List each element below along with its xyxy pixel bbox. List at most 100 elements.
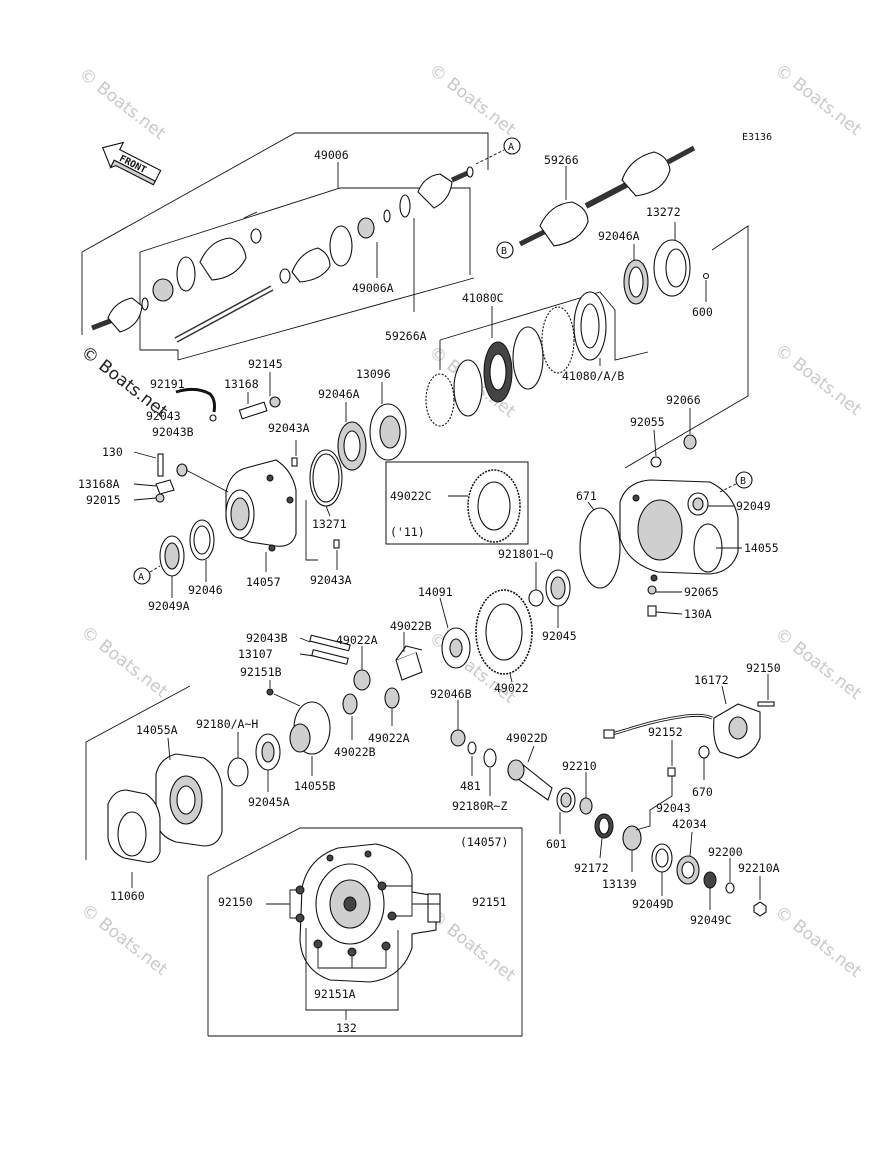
case-bore	[637, 499, 683, 561]
leader	[475, 149, 505, 165]
part-label-481: 481	[460, 779, 481, 793]
part-label-92049c: 92049C	[690, 913, 732, 927]
axle-stub	[518, 229, 546, 247]
switch-13168	[238, 401, 268, 420]
callout-b-top	[496, 241, 514, 259]
part-label-92065: 92065	[684, 585, 719, 599]
year-variant-box	[385, 461, 529, 545]
plate-hole	[489, 353, 507, 391]
washer-92065	[647, 585, 657, 595]
seal-92049d-inner	[655, 848, 669, 868]
leader	[273, 693, 301, 707]
clutch-pack	[425, 291, 649, 427]
bearing-92045-inner	[550, 576, 566, 600]
driveshaft-group	[81, 132, 489, 361]
watermark: © Boats.net	[77, 622, 171, 702]
bracket-13168a	[155, 479, 175, 495]
watermark: © Boats.net	[425, 60, 519, 140]
part-label-92049a: 92049A	[148, 599, 190, 613]
bearing-601-inner	[560, 792, 572, 808]
part-label-14055a: 14055A	[136, 723, 178, 737]
dowel-92043a	[333, 539, 340, 549]
part-label-92150-top: 92150	[746, 661, 781, 675]
part-label-92043b: 92043B	[246, 631, 288, 645]
part-label-41080ab: 41080/A/B	[562, 369, 624, 383]
part-label-13107: 13107	[238, 647, 273, 661]
seal-92172-inner	[598, 817, 610, 835]
clip	[141, 297, 149, 311]
case-14055	[619, 479, 739, 582]
leader	[325, 505, 331, 517]
washer-92015	[155, 493, 165, 503]
leader	[133, 483, 157, 487]
leader	[653, 429, 657, 457]
inset-frame	[207, 827, 523, 1037]
part-label-92152: 92152	[648, 725, 683, 739]
part-label-92145: 92145	[248, 357, 283, 371]
part-label-92151: 92151	[472, 895, 507, 909]
part-label-42034: 42034	[672, 817, 707, 831]
pin-92043b	[309, 634, 351, 652]
leader	[439, 597, 449, 629]
wire-harness-core	[611, 714, 713, 735]
front-arrow-shadow	[109, 159, 156, 186]
part-label-92055: 92055	[630, 415, 665, 429]
part-label-14057: 14057	[246, 575, 281, 589]
front-housing-14057	[225, 459, 297, 572]
leader	[133, 451, 157, 459]
part-label-601: 601	[546, 837, 567, 851]
shaft-13107	[311, 649, 349, 665]
leader	[266, 889, 296, 905]
hub-center	[379, 415, 401, 449]
leader	[396, 904, 413, 917]
watermark: © Boats.net	[77, 900, 171, 980]
axle-spline	[666, 145, 696, 165]
part-label-59266a: 59266A	[385, 329, 427, 343]
inset-port	[427, 893, 441, 923]
part-label-670: 670	[692, 785, 713, 799]
breather-hose-92191	[175, 387, 216, 413]
bolt-92151a	[381, 941, 391, 951]
part-label-92046: 92046	[188, 583, 223, 597]
year-note: ('11)	[390, 525, 425, 539]
ring-gear-49022-inner	[485, 603, 523, 661]
group-outline	[624, 225, 749, 469]
ring-gear-49022c-inner	[477, 481, 511, 531]
bolt-hole	[632, 494, 640, 502]
part-label-671: 671	[576, 489, 597, 503]
part-label-11060: 11060	[110, 889, 145, 903]
part-label-13271: 13271	[312, 517, 347, 531]
oring-92055	[650, 456, 662, 468]
part-label-92180rz: 92180R~Z	[452, 799, 507, 813]
part-label-92043a-top: 92043A	[268, 421, 310, 435]
dowel-92043a	[291, 457, 298, 467]
bolt-130	[157, 453, 164, 477]
part-label-92043-right: 92043	[656, 801, 691, 815]
bearing-inner	[665, 248, 687, 288]
callout-a-bottom	[133, 567, 151, 585]
bolt-hole	[326, 854, 334, 862]
connector	[603, 729, 615, 739]
leader	[289, 904, 296, 919]
cv-cage	[152, 278, 174, 302]
bearing-92046-inner	[193, 525, 211, 555]
part-label-130: 130	[102, 445, 123, 459]
leader	[299, 637, 311, 643]
leader	[721, 685, 727, 705]
group-outline	[139, 187, 471, 275]
part-label-13168a: 13168A	[78, 477, 120, 491]
diagram-code: E3136	[742, 132, 772, 143]
bolt-130a	[647, 605, 657, 617]
axle-boot	[539, 201, 589, 247]
thrust-bearing-inner	[343, 430, 361, 462]
callout-a-top	[503, 137, 521, 155]
pressure-plate	[541, 306, 575, 374]
gear-49022b-bot	[342, 693, 358, 715]
bolt-92151a	[313, 939, 323, 949]
callout-b-bottom	[735, 471, 753, 489]
part-label-92151b: 92151B	[240, 665, 282, 679]
pinion-gear-head	[507, 759, 525, 781]
leader	[587, 501, 595, 511]
gear-49022a-bot	[384, 687, 400, 709]
